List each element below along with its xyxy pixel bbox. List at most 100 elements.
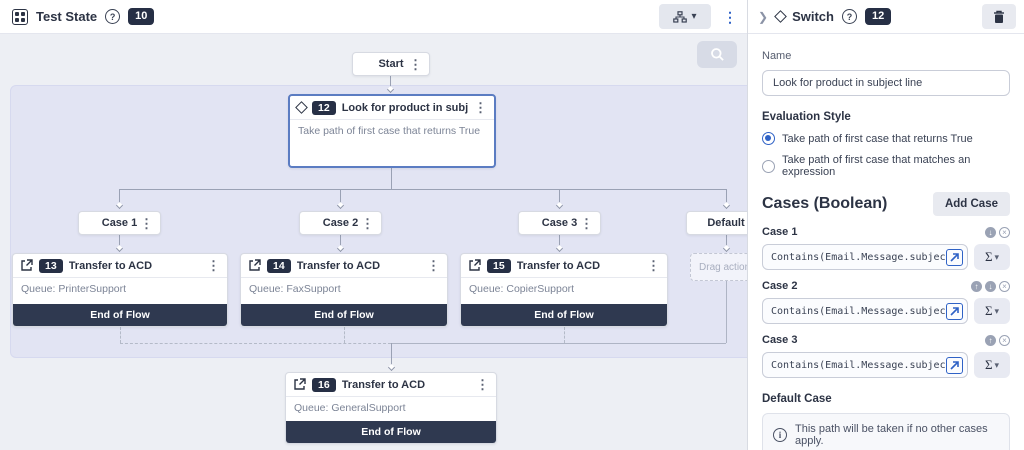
branch-kebab-icon[interactable]: ⋮ <box>140 216 153 231</box>
name-label: Name <box>762 50 792 62</box>
properties-panel: ❯ Switch ? 12 Name Evaluation Style Take… <box>748 0 1024 450</box>
case-1-row: Case 1 ↓ × <box>762 226 1010 238</box>
action-node-14[interactable]: 14 Transfer to ACD ⋮ Queue: FaxSupport E… <box>240 253 448 327</box>
radio-selected-icon[interactable] <box>762 132 775 145</box>
placeholder-text: Drag action here <box>699 261 747 273</box>
switch-icon <box>774 10 787 23</box>
chevron-down-icon: ▾ <box>994 305 1000 316</box>
case-3-expression-row: Contains(Email.Message.subject, "cop Σ▾ <box>762 352 1010 378</box>
connector <box>119 189 727 190</box>
open-expression-editor-icon[interactable] <box>946 302 963 320</box>
expression-text: Contains(Email.Message.subject, "pri <box>771 251 946 263</box>
connector <box>390 76 391 91</box>
branch-label-case-1[interactable]: Case 1 ⋮ <box>78 211 161 235</box>
action-node-badge: 16 <box>312 377 336 392</box>
default-case-info-text: This path will be taken if no other case… <box>795 423 988 447</box>
trash-icon <box>994 10 1004 23</box>
delete-button[interactable] <box>982 4 1016 29</box>
action-node-16[interactable]: 16 Transfer to ACD ⋮ Queue: GeneralSuppo… <box>285 372 497 444</box>
case-1-expression-field[interactable]: Contains(Email.Message.subject, "pri <box>762 244 968 270</box>
case-label: Case 3 <box>762 334 798 346</box>
expression-text: Contains(Email.Message.subject, "cop <box>771 359 946 371</box>
move-up-icon[interactable]: ↑ <box>985 334 996 346</box>
flow-canvas[interactable]: Start ⋮ 12 Look for product in subject l… <box>0 34 747 450</box>
action-node-header: 16 Transfer to ACD ⋮ <box>286 373 496 397</box>
action-node-kebab-icon[interactable]: ⋮ <box>647 258 660 273</box>
action-node-queue: Queue: CopierSupport <box>469 283 575 295</box>
branch-label-case-2[interactable]: Case 2 ⋮ <box>299 211 382 235</box>
arrowhead-icon <box>387 363 396 372</box>
move-up-icon[interactable]: ↑ <box>971 280 982 292</box>
case-3-expression-field[interactable]: Contains(Email.Message.subject, "cop <box>762 352 968 378</box>
action-node-header: 15 Transfer to ACD ⋮ <box>461 254 667 278</box>
branch-label-text: Default <box>707 217 745 229</box>
start-node[interactable]: Start ⋮ <box>352 52 430 76</box>
branch-kebab-icon[interactable]: ⋮ <box>361 216 374 231</box>
help-icon[interactable]: ? <box>105 9 121 24</box>
expression-mode-button[interactable]: Σ▾ <box>974 244 1010 270</box>
remove-case-icon[interactable]: × <box>999 226 1010 238</box>
external-link-icon <box>249 259 261 271</box>
connector-dashed <box>120 343 391 344</box>
drag-action-placeholder[interactable]: Drag action here <box>690 253 747 281</box>
action-node-kebab-icon[interactable]: ⋮ <box>207 258 220 273</box>
connector-dashed <box>120 327 121 343</box>
case-1-expression-row: Contains(Email.Message.subject, "pri Σ▾ <box>762 244 1010 270</box>
connector <box>559 189 560 207</box>
panel-header: ❯ Switch ? 12 <box>748 0 1024 34</box>
start-node-kebab-icon[interactable]: ⋮ <box>409 57 422 72</box>
default-case-info: i This path will be taken if no other ca… <box>762 413 1010 450</box>
layout-dropdown-button[interactable]: ▾ <box>659 4 711 29</box>
connector <box>119 235 120 249</box>
remove-case-icon[interactable]: × <box>999 334 1010 346</box>
action-node-title: Transfer to ACD <box>296 259 381 272</box>
radio-option-returns-true[interactable]: Take path of first case that returns Tru… <box>762 132 1010 145</box>
canvas-menu-kebab-icon[interactable]: ⋮ <box>723 8 737 25</box>
chevron-down-icon: ▾ <box>691 11 697 22</box>
info-icon: i <box>773 428 787 442</box>
connector <box>726 235 727 249</box>
chevron-down-icon: ▾ <box>994 251 1000 262</box>
branch-label-default[interactable]: Default <box>686 211 747 235</box>
default-case-label: Default Case <box>762 393 832 405</box>
action-node-kebab-icon[interactable]: ⋮ <box>427 258 440 273</box>
flow-editor: Test State ? 10 ▾ ⋮ <box>0 0 748 450</box>
canvas-zoom-button[interactable] <box>697 41 737 68</box>
branch-kebab-icon[interactable]: ⋮ <box>580 216 593 231</box>
switch-node-kebab-icon[interactable]: ⋮ <box>474 100 487 115</box>
switch-node[interactable]: 12 Look for product in subject line ⋮ Ta… <box>288 94 496 168</box>
help-icon[interactable]: ? <box>841 9 857 24</box>
case-2-expression-field[interactable]: Contains(Email.Message.subject, "fax" <box>762 298 968 324</box>
state-icon <box>12 8 28 25</box>
radio-unselected-icon[interactable] <box>762 159 775 173</box>
connector-dashed <box>344 327 345 343</box>
radio-option-matches-expression[interactable]: Take path of first case that matches an … <box>762 154 1010 178</box>
connector <box>559 235 560 249</box>
panel-node-badge: 12 <box>864 7 892 26</box>
canvas-toolbar: Test State ? 10 ▾ ⋮ <box>0 0 747 34</box>
end-of-flow-bar: End of Flow <box>286 421 496 443</box>
action-node-kebab-icon[interactable]: ⋮ <box>476 377 489 392</box>
branch-label-case-3[interactable]: Case 3 ⋮ <box>518 211 601 235</box>
action-node-15[interactable]: 15 Transfer to ACD ⋮ Queue: CopierSuppor… <box>460 253 668 327</box>
open-expression-editor-icon[interactable] <box>946 356 963 374</box>
remove-case-icon[interactable]: × <box>999 280 1010 292</box>
open-expression-editor-icon[interactable] <box>946 248 963 266</box>
expression-mode-button[interactable]: Σ▾ <box>974 298 1010 324</box>
name-input[interactable] <box>762 70 1010 96</box>
action-node-header: 14 Transfer to ACD ⋮ <box>241 254 447 278</box>
add-case-button[interactable]: Add Case <box>932 192 1010 216</box>
move-down-icon[interactable]: ↓ <box>985 226 996 238</box>
start-node-label: Start <box>378 58 404 70</box>
action-node-13[interactable]: 13 Transfer to ACD ⋮ Queue: PrinterSuppo… <box>12 253 228 327</box>
branch-label-text: Case 3 <box>541 217 578 229</box>
action-node-queue: Queue: FaxSupport <box>249 283 341 295</box>
breadcrumb-chevron-icon[interactable]: ❯ <box>758 9 769 24</box>
case-label: Case 2 <box>762 280 798 292</box>
connector-dashed <box>564 327 565 343</box>
end-of-flow-bar: End of Flow <box>241 304 447 326</box>
action-node-title: Transfer to ACD <box>341 378 426 391</box>
expression-mode-button[interactable]: Σ▾ <box>974 352 1010 378</box>
action-node-queue: Queue: PrinterSupport <box>21 283 127 295</box>
move-down-icon[interactable]: ↓ <box>985 280 996 292</box>
